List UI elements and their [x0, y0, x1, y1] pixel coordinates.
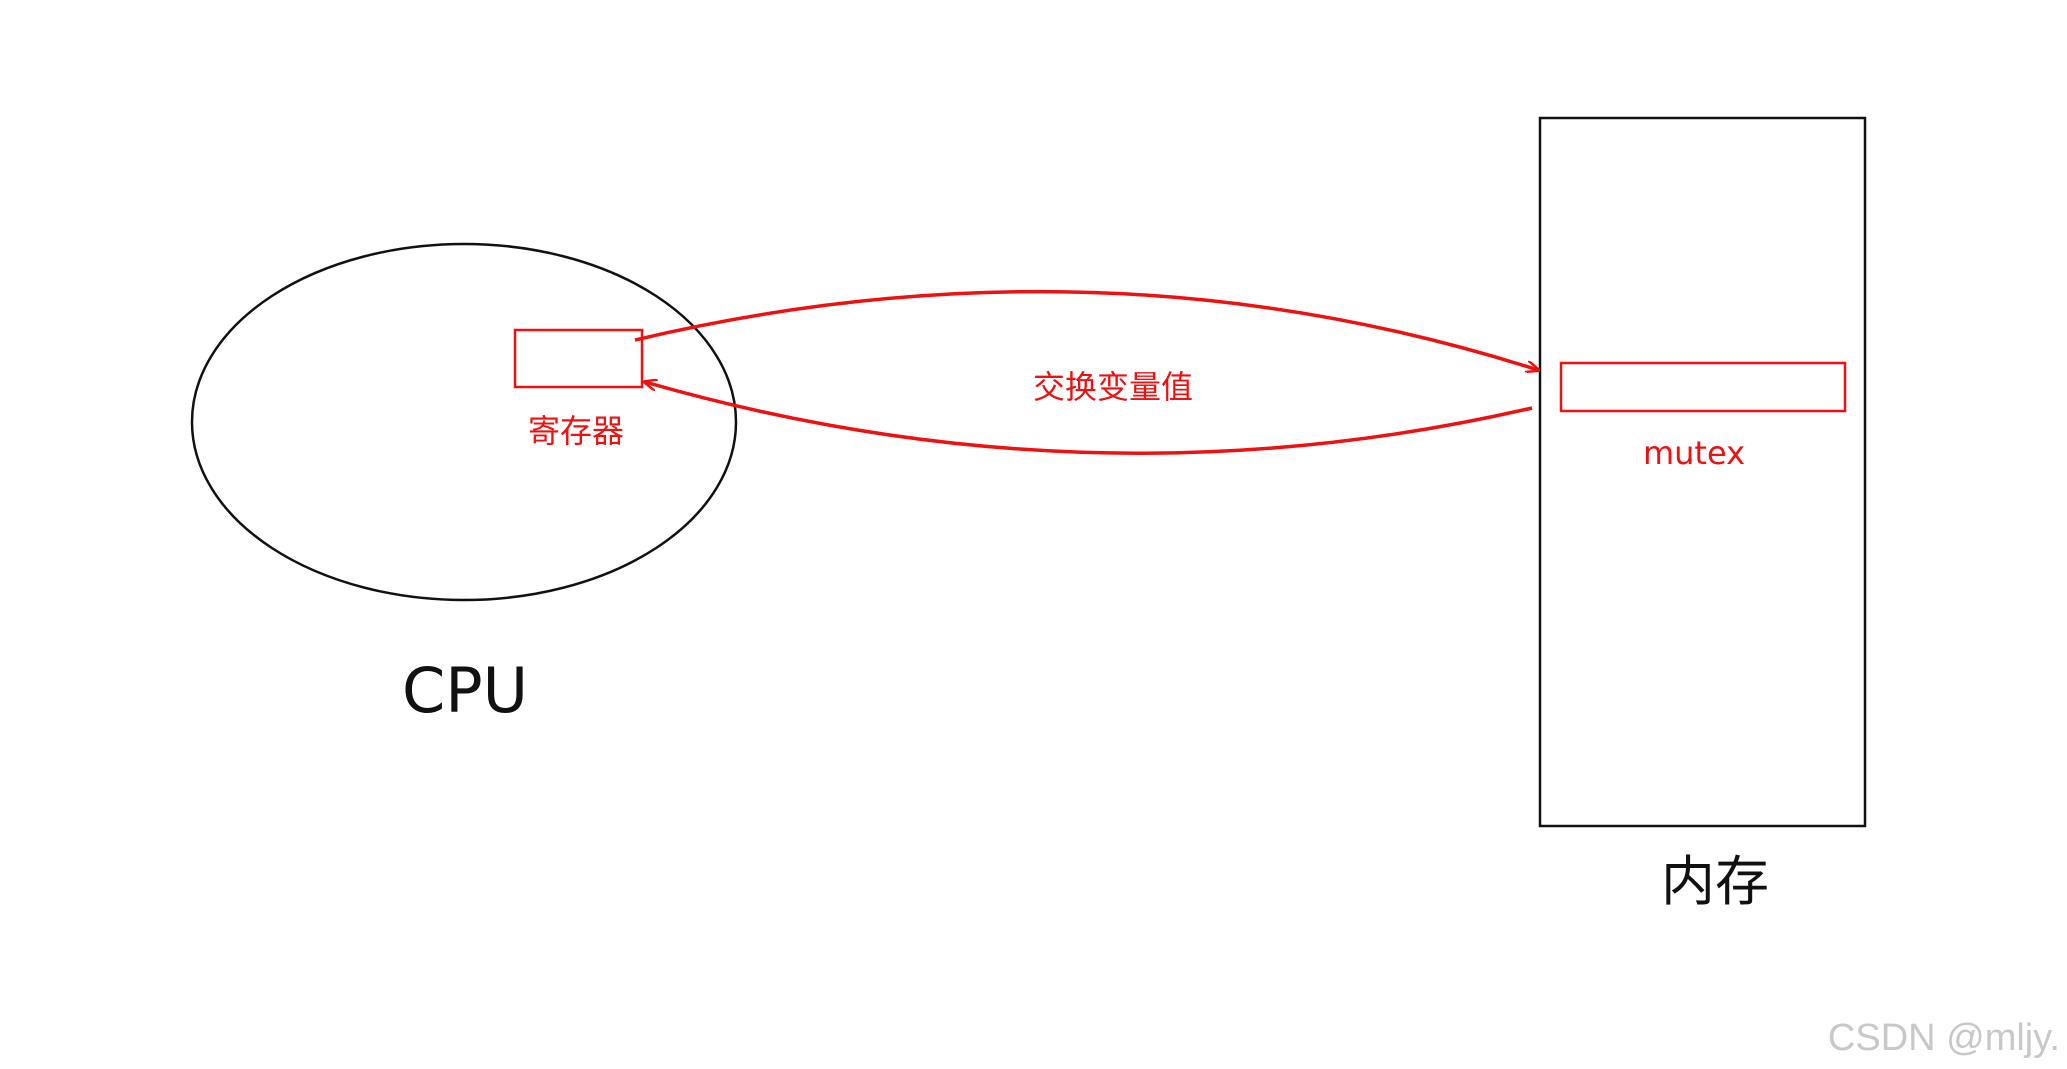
cpu-label: CPU	[402, 654, 528, 727]
watermark-text: CSDN @mljy.	[1828, 1017, 2060, 1059]
mutex-box	[1559, 361, 1847, 413]
memory-label: 内存	[1661, 850, 1769, 913]
register-box	[513, 328, 644, 389]
cpu-ellipse	[190, 242, 738, 602]
mutex-label: mutex	[1643, 434, 1745, 472]
arrow-register-to-mutex	[634, 289, 1538, 370]
swap-label: 交换变量值	[1033, 368, 1193, 406]
arrow-mutex-to-register	[645, 382, 1533, 455]
register-label: 寄存器	[528, 412, 624, 450]
memory-box	[1538, 116, 1867, 828]
